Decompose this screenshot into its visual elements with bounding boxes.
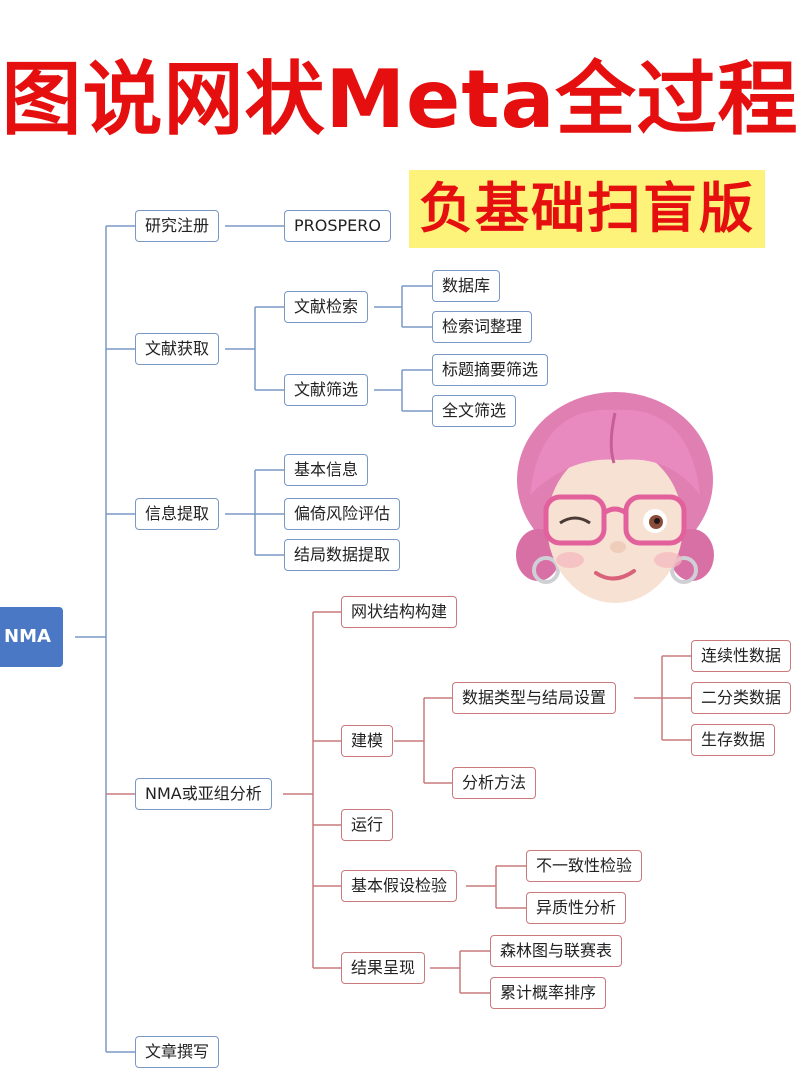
node-title-abstract-screening: 标题摘要筛选 bbox=[432, 354, 549, 386]
node-binary-data: 二分类数据 bbox=[691, 682, 792, 714]
node-sucra-ranking: 累计概率排序 bbox=[490, 977, 607, 1009]
node-prospero: PROSPERO bbox=[284, 210, 391, 242]
node-analysis-method: 分析方法 bbox=[452, 767, 537, 799]
node-writing: 文章撰写 bbox=[135, 1036, 220, 1068]
page-title: 图说网状Meta全过程 bbox=[1, 53, 799, 146]
node-extraction: 信息提取 bbox=[135, 498, 220, 530]
node-acquisition: 文献获取 bbox=[135, 333, 220, 365]
node-risk-of-bias: 偏倚风险评估 bbox=[284, 498, 401, 530]
node-search: 文献检索 bbox=[284, 291, 369, 323]
node-basic-info: 基本信息 bbox=[284, 454, 369, 486]
node-fulltext-screening: 全文筛选 bbox=[432, 395, 517, 427]
node-heterogeneity: 异质性分析 bbox=[526, 892, 627, 924]
node-network-construction: 网状结构构建 bbox=[341, 596, 458, 628]
node-continuous-data: 连续性数据 bbox=[691, 640, 792, 672]
node-results: 结果呈现 bbox=[341, 952, 426, 984]
subtitle-badge bbox=[409, 170, 765, 248]
node-registration: 研究注册 bbox=[135, 210, 220, 242]
node-survival-data: 生存数据 bbox=[691, 724, 776, 756]
node-outcome-extraction: 结局数据提取 bbox=[284, 539, 401, 571]
page-subtitle: 负基础扫盲版 bbox=[419, 177, 755, 240]
node-forest-league: 森林图与联赛表 bbox=[490, 935, 623, 967]
node-database: 数据库 bbox=[432, 270, 501, 302]
node-screening: 文献筛选 bbox=[284, 374, 369, 406]
node-run: 运行 bbox=[341, 809, 394, 841]
node-search-terms: 检索词整理 bbox=[432, 311, 533, 343]
root-node: NMA bbox=[0, 607, 63, 667]
node-assumption-test: 基本假设检验 bbox=[341, 870, 458, 902]
node-analysis: NMA或亚组分析 bbox=[135, 778, 272, 810]
node-modeling: 建模 bbox=[341, 725, 394, 757]
node-datatype-outcome: 数据类型与结局设置 bbox=[452, 682, 617, 714]
node-inconsistency-test: 不一致性检验 bbox=[526, 850, 643, 882]
memoji-avatar-icon bbox=[516, 392, 714, 603]
